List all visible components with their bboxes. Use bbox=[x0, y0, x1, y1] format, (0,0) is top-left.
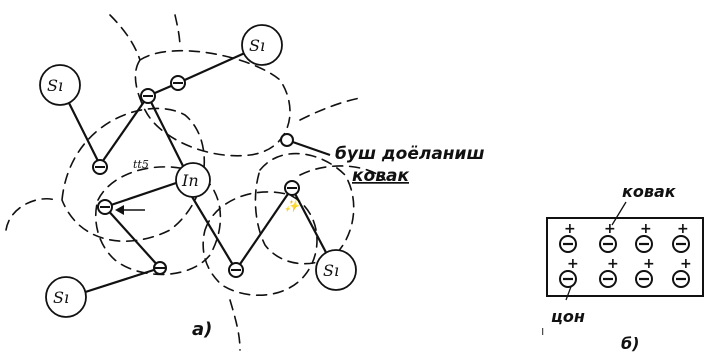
bond bbox=[187, 189, 237, 271]
electron bbox=[153, 261, 167, 275]
orbital-upper-left bbox=[61, 107, 205, 242]
ion bbox=[599, 270, 617, 288]
faint-mark: ✨ bbox=[284, 199, 301, 213]
bond bbox=[235, 187, 293, 271]
electron bbox=[170, 75, 186, 91]
orbital-right bbox=[254, 152, 355, 265]
bond bbox=[147, 95, 186, 171]
hole-plus: + bbox=[607, 256, 619, 272]
stray-mark: ı bbox=[541, 324, 544, 338]
arrow-head bbox=[115, 205, 124, 215]
ion bbox=[559, 235, 577, 253]
ion bbox=[672, 235, 690, 253]
bond bbox=[104, 206, 161, 269]
bond bbox=[99, 95, 149, 166]
orbital-arc-right-2 bbox=[299, 165, 386, 181]
si-atom bbox=[45, 276, 87, 318]
caption-a: а) bbox=[192, 319, 212, 340]
orbital-lower-center bbox=[202, 191, 318, 296]
si-label: Sı bbox=[249, 36, 265, 55]
orbital-arc-right bbox=[299, 97, 361, 121]
orbital-arc-bottom bbox=[229, 299, 241, 351]
pointer-line bbox=[286, 138, 331, 157]
free-hole bbox=[280, 133, 294, 147]
hole-label: ковак bbox=[622, 182, 677, 201]
hole-plus: + bbox=[643, 256, 655, 272]
electron bbox=[284, 180, 300, 196]
si-atom bbox=[315, 249, 357, 291]
ion bbox=[672, 270, 690, 288]
si-atom bbox=[39, 64, 81, 106]
orbital-arc-top-left bbox=[109, 14, 141, 61]
orbital-arc-left bbox=[5, 198, 56, 231]
ion-label: цон bbox=[551, 307, 585, 326]
orbital-top bbox=[134, 49, 291, 157]
si-label: Sı bbox=[53, 288, 69, 307]
electron bbox=[228, 262, 244, 278]
bond bbox=[177, 46, 257, 85]
caption-b: б) bbox=[621, 334, 639, 353]
hole-plus: + bbox=[567, 256, 579, 272]
free-hole-label-2: ковак bbox=[352, 166, 409, 186]
orbital-arc-top bbox=[174, 14, 181, 49]
electron bbox=[92, 159, 108, 175]
si-label: Sı bbox=[323, 261, 339, 280]
indium-label: In bbox=[181, 171, 199, 190]
ion bbox=[599, 235, 617, 253]
ion-grid: + + + + + + + + bbox=[559, 221, 692, 288]
crystal-box bbox=[546, 217, 704, 297]
indium-atom bbox=[175, 162, 211, 198]
bond bbox=[291, 187, 331, 261]
bonds bbox=[59, 46, 331, 297]
free-hole-label: буш доёланиш bbox=[335, 144, 485, 164]
bond bbox=[75, 266, 161, 297]
orbitals bbox=[5, 14, 386, 351]
ion bbox=[635, 235, 653, 253]
bond bbox=[104, 178, 186, 209]
hole-pointer bbox=[611, 201, 627, 226]
ion bbox=[559, 270, 577, 288]
faint-mark: tt5 bbox=[133, 158, 149, 171]
si-label: Sı bbox=[47, 76, 63, 95]
hole-plus: + bbox=[680, 256, 692, 272]
atoms: Sı Sı Sı Sı In bbox=[39, 24, 357, 318]
hole-plus: + bbox=[677, 221, 689, 237]
electron bbox=[97, 199, 113, 215]
electrons bbox=[92, 75, 300, 278]
hole-plus: + bbox=[604, 221, 616, 237]
hole-plus: + bbox=[640, 221, 652, 237]
panel-b: ковак цон б) ı + + + + + + + + bbox=[541, 182, 704, 353]
si-atom bbox=[241, 24, 283, 66]
ion bbox=[635, 270, 653, 288]
hole-plus: + bbox=[564, 221, 576, 237]
electron bbox=[140, 88, 156, 104]
